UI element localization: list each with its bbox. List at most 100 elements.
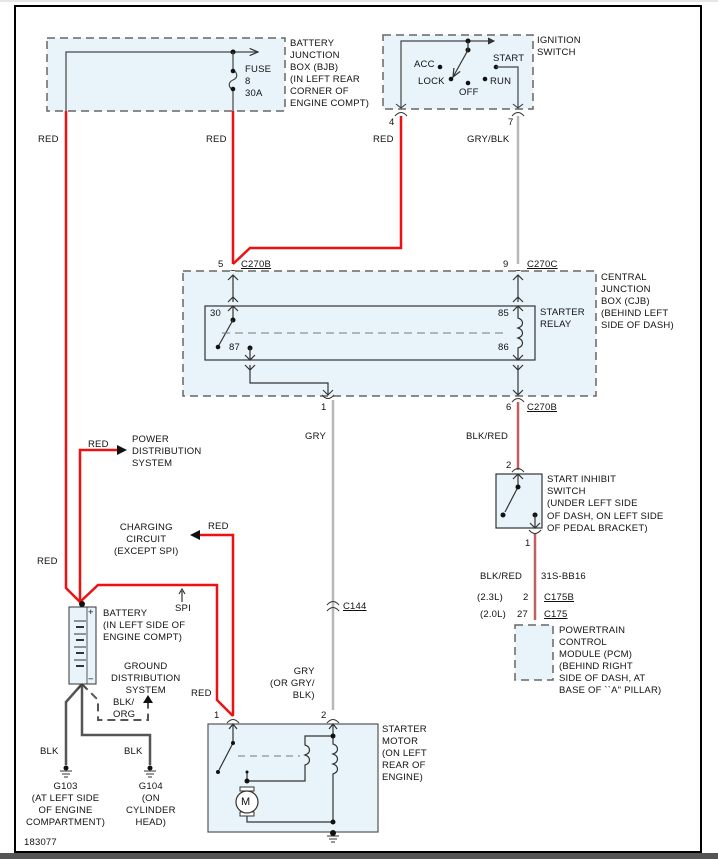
bjb-box — [46, 37, 286, 112]
wire-red-charging — [200, 533, 235, 716]
battery-neg-arrow — [77, 683, 87, 690]
charging-arrow-icon — [190, 530, 200, 540]
wire-label-red-ign: RED — [373, 134, 394, 145]
motor-icon — [235, 790, 259, 814]
ign-lock-dot — [448, 76, 454, 82]
inhibit-pin1-conn — [528, 529, 542, 534]
pds-arrow-icon — [117, 445, 127, 455]
starter-contact-dot — [231, 741, 235, 745]
circuit-number-label: 31S-BB16 — [541, 571, 586, 582]
fuse-dot-top — [230, 68, 236, 74]
c175-label[interactable]: C175 — [544, 609, 568, 620]
fuse-dot-bottom — [230, 86, 236, 92]
ign-pin4-label: 4 — [389, 117, 395, 128]
ground-dist-arrow-icon — [143, 695, 153, 703]
wire-label-gry: GRY — [305, 431, 327, 442]
battery-label: BATTERY (IN LEFT SIDE OF ENGINE COMPT) — [103, 608, 186, 643]
diagram-frame — [14, 5, 702, 853]
wire-label-blk-g103: BLK — [40, 746, 59, 757]
relay-switch-pivot — [215, 344, 221, 350]
bottom-border — [0, 853, 718, 859]
g103-ground-icon — [60, 765, 72, 778]
ign-start-line — [496, 66, 519, 108]
relay-pin85-label: 85 — [498, 308, 509, 319]
fuse-8-icon — [228, 52, 238, 111]
c144-conn — [326, 601, 340, 612]
battery-icon — [68, 606, 97, 685]
wire-blk-g104 — [80, 684, 152, 765]
wire-label-blk-red-top: BLK/RED — [466, 431, 509, 442]
starter-node-top — [330, 733, 336, 739]
wire-label-gry-blk: GRY/BLK — [467, 134, 510, 145]
charging-circuit-label: CHARGING CIRCUIT (EXCEPT SPI) — [114, 522, 179, 557]
cjb-arrow-9 — [512, 274, 524, 303]
bjb-label: BATTERY JUNCTION BOX (BJB) (IN LEFT REAR… — [290, 38, 370, 109]
g104-ground-icon — [144, 765, 156, 778]
cjb-pin1-conn — [321, 389, 335, 399]
g103-label: G103 (AT LEFT SIDE OF ENGINE COMPARTMENT… — [26, 781, 106, 828]
ign-lock-label: LOCK — [418, 76, 445, 87]
c270b-pin6-label: 6 — [506, 402, 512, 413]
ignition-feed-in-arrow — [395, 103, 407, 109]
c270b-top-label[interactable]: C270B — [241, 259, 272, 270]
wire-blk-org — [81, 683, 149, 721]
relay-87-line — [244, 348, 329, 395]
c175b-label[interactable]: C175B — [544, 592, 575, 603]
starter-pin2-label: 2 — [321, 710, 327, 721]
motor-m-label: M — [241, 796, 251, 808]
battery-positive-node — [79, 601, 85, 607]
starter-coils-icon — [246, 723, 339, 823]
ignition-switch-box — [382, 34, 534, 110]
starter-pin2-conn — [326, 719, 340, 724]
starter-node-motor — [244, 778, 250, 784]
pcm-box — [514, 624, 554, 681]
relay-pin87-label: 87 — [229, 342, 240, 353]
top-border — [0, 0, 718, 2]
relay-coil-icon — [512, 305, 524, 396]
wire-label-red-fuse: RED — [206, 134, 227, 145]
fuse-label: FUSE 8 30A — [245, 64, 272, 99]
wire-label-red-starter: RED — [191, 688, 212, 699]
starter-contact-pivot — [216, 770, 220, 774]
starter-pin1-conn — [226, 719, 240, 724]
wire-blk-g103 — [64, 683, 83, 765]
starter-motor-box — [207, 723, 379, 833]
inhibit-dot-left — [500, 512, 506, 518]
starter-pin1-label: 1 — [214, 710, 220, 721]
ign-pin4-conn — [394, 112, 408, 117]
c270b-bottom-label[interactable]: C270B — [527, 402, 558, 413]
c144-label[interactable]: C144 — [343, 601, 367, 612]
inhibit-pin2-label: 2 — [506, 460, 512, 471]
cjb-label: CENTRAL JUNCTION BOX (CJB) (BEHIND LEFT … — [601, 272, 674, 331]
wire-red-left — [64, 111, 81, 603]
c270b-pin5-label: 5 — [218, 259, 224, 270]
ignition-feed — [400, 40, 494, 108]
ground-distribution-label: GROUND DISTRIBUTION SYSTEM — [111, 661, 181, 696]
ign-run-dot — [482, 76, 488, 82]
pcm-2-3l-label: (2.3L) — [477, 592, 504, 603]
c270c-label[interactable]: C270C — [527, 259, 558, 270]
starter-relay-label: STARTER RELAY — [540, 307, 585, 330]
inhibit-out-line — [529, 515, 541, 529]
wire-label-blk-org: BLK/ ORG — [113, 697, 136, 720]
pcm-2-0l-pin-label: 27 — [517, 609, 528, 620]
wire-label-gry-starter: GRY (OR GRY/ BLK) — [270, 666, 315, 701]
bjb-busbar — [65, 52, 258, 111]
g104-label: G104 (ON CYLINDER HEAD) — [126, 781, 176, 828]
wire-red-pds — [78, 448, 117, 602]
ign-start-label: START — [493, 53, 525, 64]
ign-pin7-conn — [511, 112, 525, 117]
diagram-id: 183077 — [24, 837, 57, 848]
wire-label-blk-red-bottom: BLK/RED — [480, 571, 523, 582]
starter-ground-icon — [327, 830, 339, 843]
cjb-arrow-5 — [227, 274, 239, 303]
start-inhibit-switch-box — [495, 473, 543, 529]
ign-acc-label: ACC — [414, 59, 435, 70]
battery-plus-label: + — [88, 607, 94, 618]
cjb-pin1-label: 1 — [321, 402, 327, 413]
starter-node-ground — [330, 819, 336, 825]
wire-label-red-pds: RED — [88, 439, 109, 450]
ign-start-arrow — [512, 103, 524, 109]
ign-pin7-label: 7 — [508, 117, 514, 128]
